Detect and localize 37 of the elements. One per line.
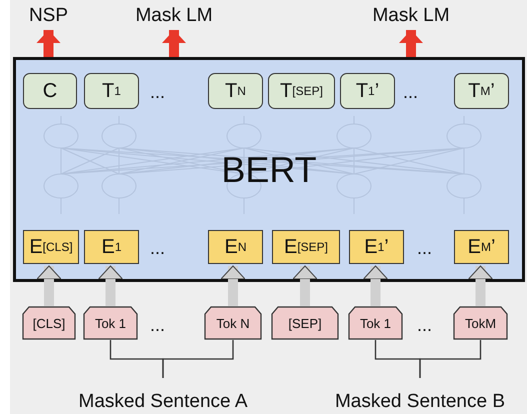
block-arrow — [98, 266, 123, 306]
token-box — [348, 306, 403, 340]
token-label: Tok N — [216, 316, 250, 330]
block-arrow — [36, 266, 62, 306]
text-label: Mask LM — [370, 4, 452, 28]
text-label: Masked Sentence A — [70, 390, 256, 414]
ellipsis: ... — [403, 82, 418, 103]
token-label: Tok 1 — [360, 316, 392, 330]
block-arrow — [220, 266, 246, 306]
token-label: [SEP] — [288, 316, 322, 330]
token-box — [271, 306, 339, 340]
ellipsis: ... — [417, 315, 432, 336]
token-box — [83, 306, 138, 340]
block-arrow — [363, 266, 388, 306]
ellipsis: ... — [150, 238, 166, 259]
ellipsis: ... — [417, 238, 432, 259]
ellipsis: ... — [150, 315, 166, 336]
text-label: Masked Sentence B — [327, 390, 513, 414]
bracket-line — [419, 340, 482, 378]
text-label: Mask LM — [133, 4, 215, 28]
token-label: TokM — [464, 316, 496, 330]
model-panel — [13, 57, 525, 282]
bracket-line — [162, 340, 234, 378]
token-box — [204, 306, 262, 340]
token-box — [453, 306, 508, 340]
token-label: [CLS] — [32, 316, 66, 330]
block-arrow — [468, 266, 493, 306]
ellipsis: ... — [150, 82, 166, 103]
block-arrow — [399, 30, 423, 57]
model-title: BERT — [221, 148, 317, 190]
text-label: NSP — [26, 4, 71, 28]
token-label: Tok 1 — [94, 316, 126, 330]
token-box — [22, 306, 76, 340]
block-arrow — [292, 266, 318, 306]
block-arrow — [162, 30, 186, 57]
block-arrow — [36, 30, 60, 57]
output-box: C — [23, 73, 77, 109]
